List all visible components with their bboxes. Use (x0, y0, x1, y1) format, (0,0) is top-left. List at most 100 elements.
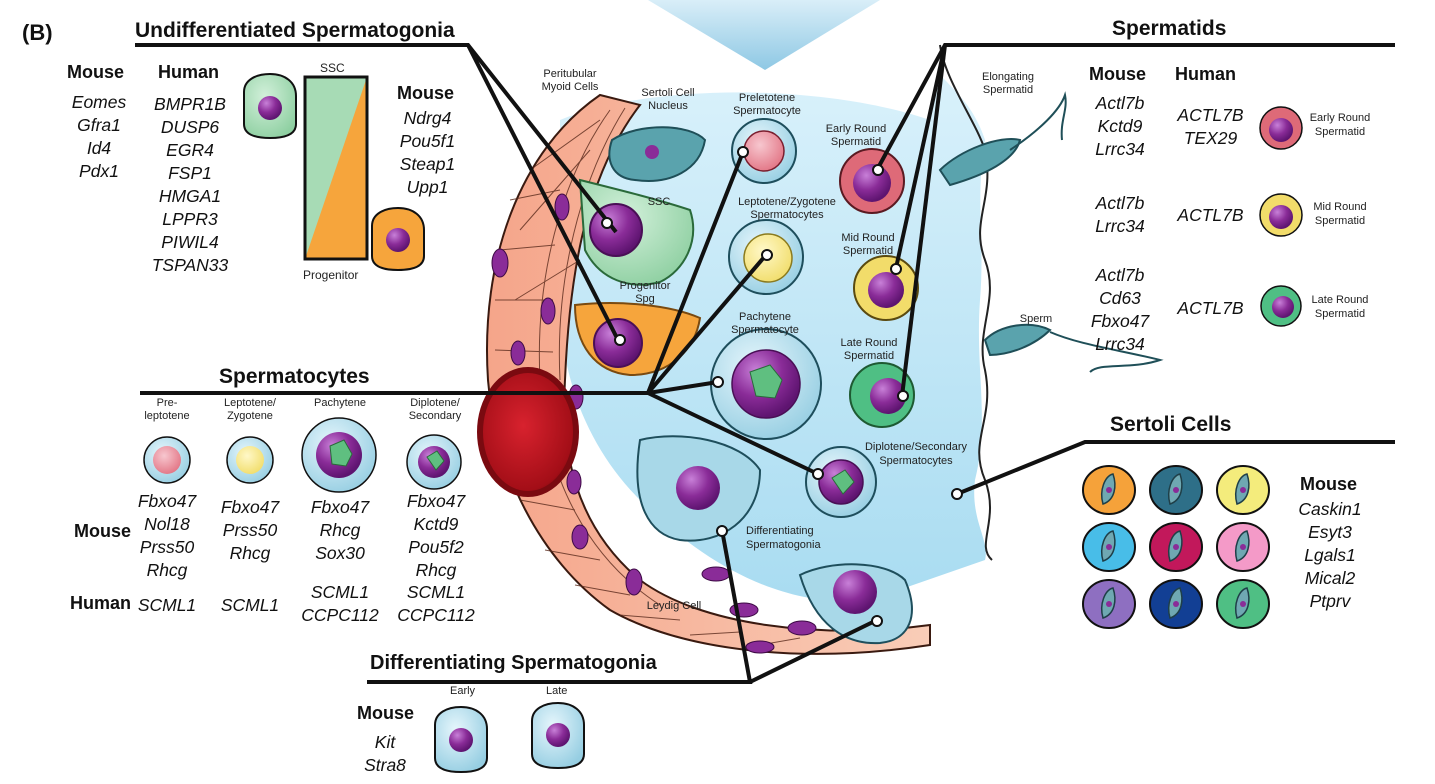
blood-vessel (477, 367, 579, 497)
spermatid-mouse-gene: Lrrc34 (1095, 334, 1145, 354)
spermatid-human-gene: ACTL7B (1177, 298, 1244, 318)
preleptotene-nucleus (743, 130, 785, 172)
icon-preleptotene-nucleus (153, 446, 181, 474)
label-mid-round: Spermatid (842, 245, 894, 257)
undiff-human-gene: LPPR3 (162, 209, 218, 229)
spermatocyte-mouse-gene: Fbxo47 (137, 491, 197, 511)
stage-label: Diplotene/ (410, 397, 460, 409)
elongating-spermatid (938, 138, 1022, 187)
section-spermatocytes-title: Spermatocytes (219, 365, 370, 388)
label-progenitor: Spg (635, 293, 655, 305)
spermatid-mouse-gene: Actl7b (1095, 265, 1145, 285)
sertoli-gene: Ptprv (1309, 591, 1351, 611)
diff-gene: Stra8 (364, 755, 406, 775)
undiff-human-gene: TSPAN33 (151, 255, 229, 275)
progenitor-cell-icon-nucleus (386, 228, 410, 252)
ssc-progenitor-bar-border (303, 75, 369, 261)
icon-diplotene-chromatin (426, 450, 445, 471)
panel-label: (B) (22, 20, 53, 45)
stage-label: Secondary (408, 410, 462, 422)
early-round-nucleus (853, 164, 891, 202)
icon-mid-round-nucleus (1269, 205, 1293, 229)
stage-label: Pre- (156, 397, 178, 409)
icon-lepzyg-nucleus (236, 446, 264, 474)
undiff-mouse-gene: Id4 (86, 138, 112, 158)
progenitor-bar-label: Progenitor (303, 268, 359, 282)
spermatocyte-mouse-gene: Rhcg (415, 560, 457, 580)
spermatocyte-mouse-gene: Prss50 (222, 520, 278, 540)
undiff-mouse-header: Mouse (67, 62, 125, 82)
label-sertoli-nucleus: Nucleus (648, 100, 688, 112)
spermatocyte-human-label: Human (70, 593, 132, 613)
ssc-bar-label: SSC (320, 61, 345, 75)
sertoli-nucleolus (645, 145, 659, 159)
undiff-human-header: Human (158, 62, 220, 82)
diff-early-label: Early (450, 685, 476, 697)
sertoli-cell-icon (1216, 522, 1270, 572)
spermatid-mouse-gene: Kctd9 (1097, 116, 1143, 136)
spermatocyte-mouse-gene: Rhcg (229, 543, 271, 563)
undiff-mouse2-gene: Steap1 (399, 154, 456, 174)
spermatids-mouse-header: Mouse (1089, 64, 1147, 84)
label-peritubular: Peritubular (543, 68, 597, 80)
undiff-human-gene: EGR4 (166, 140, 214, 160)
spermatid-mouse-gene: Lrrc34 (1095, 139, 1145, 159)
spermatocyte-mouse-gene: Fbxo47 (220, 497, 280, 517)
label-differentiating: Differentiating (746, 525, 814, 537)
sertoli-cell-icon (1082, 522, 1136, 572)
spermatocyte-human-gene: SCML1 (406, 582, 466, 602)
spermatid-mouse-gene: Actl7b (1095, 93, 1145, 113)
spermatocyte-mouse-gene: Fbxo47 (406, 491, 466, 511)
section-undiff-title: Undifferentiated Spermatogonia (135, 19, 455, 42)
sertoli-mouse-header: Mouse (1300, 474, 1358, 494)
sertoli-gene: Esyt3 (1308, 522, 1352, 542)
undiff-mouse-gene: Eomes (71, 92, 127, 112)
undiff-human-gene: PIWIL4 (161, 232, 219, 252)
sperm-tail (1049, 331, 1164, 373)
elongating-tail (1009, 91, 1067, 151)
stage-label: Zygotene (227, 410, 273, 422)
spermatocyte-mouse-gene: Prss50 (139, 537, 195, 557)
spermatid-row-label: Mid Round (1313, 201, 1367, 213)
zoom-funnel (648, 0, 880, 70)
icon-early-round-nucleus (1269, 118, 1293, 142)
spermatid-row-label: Spermatid (1314, 308, 1366, 320)
undiff-human-gene: BMPR1B (154, 94, 226, 114)
spermatocyte-human-gene: CCPC112 (301, 605, 379, 625)
section-diff-title: Differentiating Spermatogonia (370, 652, 657, 674)
stage-label: leptotene (144, 410, 190, 422)
diff-gene: Kit (374, 732, 396, 752)
sertoli-cell-icon (1149, 522, 1203, 572)
undiff-human-gene: HMGA1 (158, 186, 222, 206)
label-early-round: Spermatid (830, 136, 882, 148)
label-elongating: Spermatid (982, 84, 1034, 96)
label-pachytene: Pachytene (739, 311, 791, 323)
label-early-round: Early Round (825, 123, 887, 135)
ssc-cell-icon-nucleus (258, 96, 282, 120)
section-spermatids-title: Spermatids (1112, 17, 1227, 40)
sertoli-cell-icon (1082, 579, 1136, 629)
sertoli-cell-icon (1216, 579, 1270, 629)
spermatocyte-human-gene: SCML1 (220, 595, 280, 615)
icon-pachytene-chromatin (329, 439, 353, 467)
spermatid-row-label: Early Round (1309, 112, 1371, 124)
undiff-mouse2-gene: Ndrg4 (403, 108, 452, 128)
spermatid-row-label: Late Round (1311, 294, 1369, 306)
spermatid-mouse-gene: Fbxo47 (1090, 311, 1150, 331)
spermatid-human-gene: TEX29 (1183, 128, 1238, 148)
sertoli-cell-icon (1149, 465, 1203, 515)
label-lepzyg: Spermatocytes (750, 209, 824, 221)
section-sertoli-title: Sertoli Cells (1110, 413, 1232, 436)
sertoli-gene: Mical2 (1304, 568, 1356, 588)
undiff-mouse2-header: Mouse (397, 83, 455, 103)
spermatid-row-label: Spermatid (1314, 126, 1366, 138)
icon-late-diff-nucleus (546, 723, 570, 747)
spermatocyte-mouse-gene: Sox30 (315, 543, 365, 563)
label-mid-round: Mid Round (841, 232, 895, 244)
late-round-nucleus (870, 378, 906, 414)
sperm-head (983, 323, 1052, 357)
sertoli-cell-icon (1216, 465, 1270, 515)
spermatocyte-human-gene: CCPC112 (397, 605, 475, 625)
label-diplotene: Spermatocytes (879, 455, 953, 467)
